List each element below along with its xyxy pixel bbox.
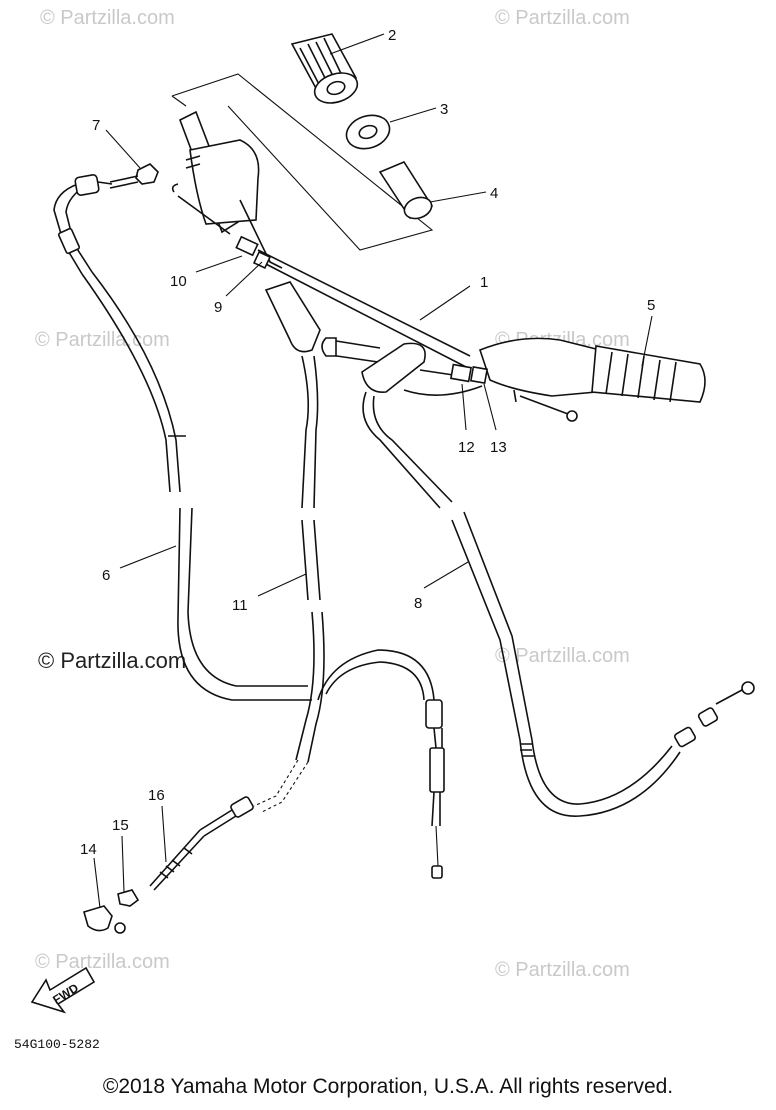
copyright-notice: ©2018 Yamaha Motor Corporation, U.S.A. A…: [102, 1075, 674, 1098]
callout-4: 4: [490, 185, 498, 202]
callout-7: 7: [92, 117, 100, 134]
callout-10: 10: [170, 273, 187, 290]
callout-15: 15: [112, 817, 129, 834]
small-fittings: [83, 889, 140, 934]
callout-1: 1: [480, 274, 488, 291]
watermark-text: © Partzilla.com: [495, 959, 630, 981]
callout-9: 9: [214, 299, 222, 316]
cable-8: [362, 391, 755, 817]
right-grip: [361, 337, 706, 422]
washer: [345, 114, 391, 150]
callout-16: 16: [148, 787, 165, 804]
callout-14: 14: [80, 841, 97, 858]
handlebar: [257, 249, 471, 369]
diagram-code: 54G100-5282: [14, 1037, 100, 1052]
callout-8: 8: [414, 595, 422, 612]
cable-junction: [317, 649, 445, 879]
watermark-main-text: © Partzilla.com: [38, 648, 186, 673]
watermark-text: © Partzilla.com: [35, 329, 170, 351]
fwd-arrow: FWD: [30, 966, 96, 1014]
assembly-box: [171, 73, 434, 251]
callout-11: 11: [232, 597, 248, 614]
watermark-text: © Partzilla.com: [495, 645, 630, 667]
callout-5: 5: [647, 297, 655, 314]
throttle-housing: [171, 110, 283, 270]
watermark-text: © Partzilla.com: [35, 951, 170, 973]
lower-cable-end: [149, 759, 309, 891]
callout-3: 3: [440, 101, 448, 118]
callout-13: 13: [490, 439, 507, 456]
nut: [109, 163, 159, 189]
callout-12: 12: [458, 439, 475, 456]
grip: [290, 33, 359, 104]
watermark-text: © Partzilla.com: [40, 7, 175, 29]
callout-2: 2: [388, 27, 396, 44]
callouts: 1 2 3 4 5 6 7 8 9 10 11 12 13 14 15 16: [80, 27, 655, 858]
throttle-tube: [378, 161, 434, 220]
watermarks: © Partzilla.com © Partzilla.com © Partzi…: [35, 7, 630, 981]
cable-11: [295, 355, 325, 763]
leader-lines: [93, 33, 653, 909]
callout-6: 6: [102, 567, 110, 584]
watermark-text: © Partzilla.com: [495, 7, 630, 29]
cable-6: [53, 174, 312, 701]
lever: [264, 281, 321, 353]
